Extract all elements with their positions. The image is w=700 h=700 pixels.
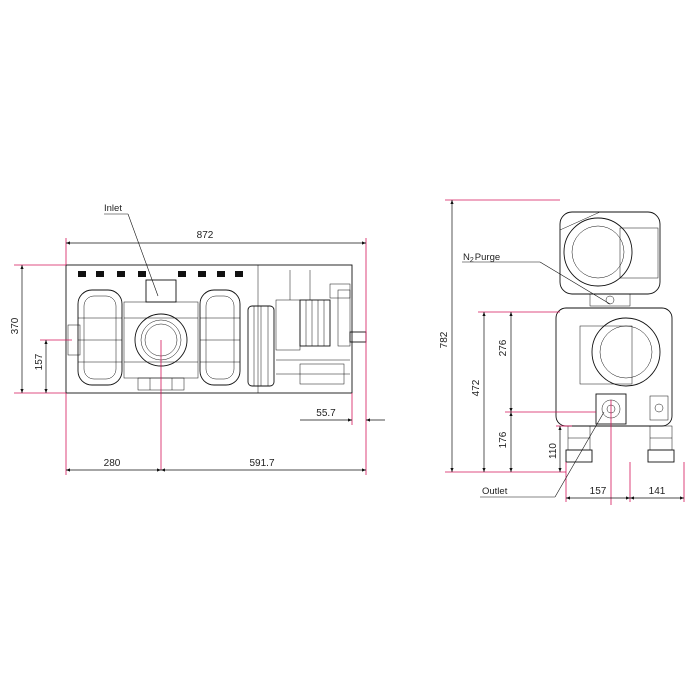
dim-foot-height: 110 <box>548 443 559 459</box>
dim-foot-offset: 141 <box>649 486 666 497</box>
control-section <box>247 270 367 387</box>
vent-slots <box>78 271 243 277</box>
right-motor <box>199 289 241 386</box>
side-feet <box>565 425 675 463</box>
side-view <box>555 211 675 505</box>
dim-purge-height: 472 <box>471 379 482 396</box>
side-dimensions: 782 472 276 176 110 157 141 N2Purge Outl <box>439 199 685 502</box>
n2-purge-n: N <box>463 252 470 263</box>
upper-booster <box>559 211 661 307</box>
callout-outlet: Outlet <box>482 486 508 497</box>
callout-n2-purge: N2Purge <box>463 252 500 264</box>
dim-inlet-center-height: 157 <box>34 353 45 370</box>
front-view <box>65 264 367 470</box>
dim-outlet-offset: 157 <box>590 486 607 497</box>
lower-housing <box>555 307 673 427</box>
dim-inlet-offset-left: 280 <box>104 458 121 469</box>
dim-exhaust-protrusion: 55.7 <box>316 408 336 419</box>
dim-side-height: 782 <box>439 331 450 348</box>
dim-outlet-height: 176 <box>498 431 509 448</box>
dim-inlet-offset-right: 591.7 <box>249 458 274 469</box>
left-motor <box>67 289 123 386</box>
n2-purge-subscript: 2 <box>470 257 474 264</box>
callout-inlet: Inlet <box>104 203 122 214</box>
dim-inlet-to-purge: 276 <box>498 339 509 356</box>
front-housing-outline <box>65 264 353 394</box>
n2-purge-text: Purge <box>475 252 500 263</box>
dim-front-height: 370 <box>10 317 21 334</box>
front-dimensions: 872 370 157 55.7 280 591.7 Inlet <box>10 203 385 475</box>
dim-overall-length: 872 <box>197 230 214 241</box>
